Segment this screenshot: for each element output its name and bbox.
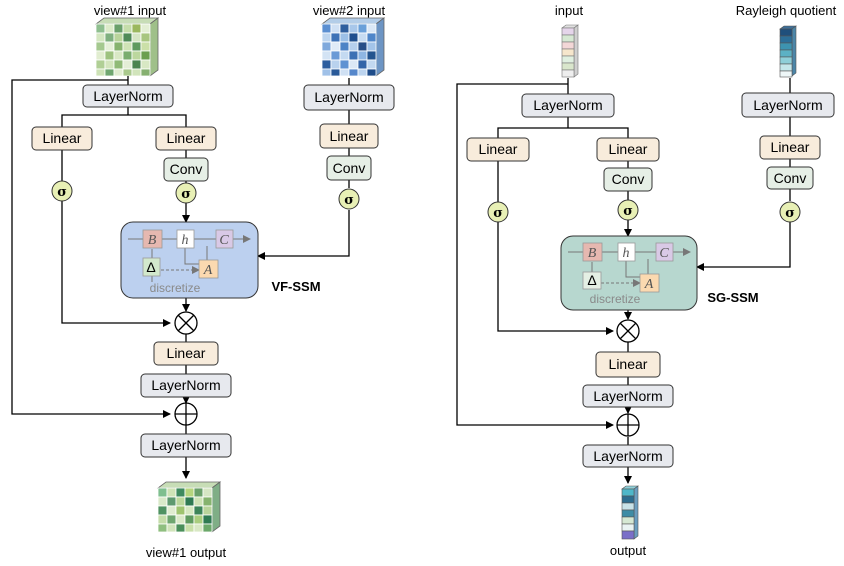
input-label: input	[555, 3, 584, 18]
left-sigma-a-icon: σ	[51, 180, 73, 202]
svg-text:Conv: Conv	[774, 170, 807, 186]
view1-input-label: view#1 input	[94, 3, 167, 18]
ssm-a-label: A	[203, 263, 213, 278]
svg-text:Linear: Linear	[167, 345, 206, 361]
vf-ssm-label: VF-SSM	[271, 279, 320, 294]
left-add-icon	[174, 402, 198, 426]
left-view2-layernorm: LayerNorm	[303, 84, 395, 111]
sg-ssm-label: SG-SSM	[707, 290, 758, 305]
right-rq-layernorm: LayerNorm	[741, 92, 835, 118]
svg-text:Linear: Linear	[479, 141, 518, 157]
svg-text:LayerNorm: LayerNorm	[593, 448, 662, 464]
right-add-icon	[616, 413, 640, 437]
left-layernorm-bottom: LayerNorm	[140, 433, 232, 458]
right-layernorm-top: LayerNorm	[521, 93, 615, 118]
svg-text:σ: σ	[785, 206, 795, 221]
view2-input-cube-icon	[320, 17, 386, 77]
left-linear-a: Linear	[31, 126, 93, 151]
svg-text:σ: σ	[57, 185, 67, 200]
ssm-discretize-label: discretize	[150, 281, 201, 295]
svg-text:LayerNorm: LayerNorm	[753, 97, 822, 113]
view1-output-label: view#1 output	[146, 545, 227, 560]
svg-text:σ: σ	[344, 193, 354, 208]
right-multiply-icon	[616, 319, 640, 343]
ssm-b-label: B	[148, 233, 157, 248]
output-vector-icon	[621, 485, 639, 540]
view1-input-cube-icon	[94, 17, 160, 77]
svg-text:LayerNorm: LayerNorm	[314, 89, 383, 105]
right-diagram: input Rayleigh quotient	[456, 3, 837, 558]
right-linear-out: Linear	[595, 351, 661, 378]
left-linear-out: Linear	[153, 341, 219, 366]
left-linear-b: Linear	[155, 126, 217, 151]
sg-ssm-a-label: A	[644, 277, 654, 292]
ssm-delta-label: Δ	[146, 259, 155, 275]
output-label: output	[610, 543, 647, 558]
rayleigh-quotient-label: Rayleigh quotient	[736, 3, 837, 18]
right-sigma-a-icon: σ	[487, 201, 509, 223]
svg-text:σ: σ	[181, 187, 191, 202]
svg-text:Linear: Linear	[609, 141, 648, 157]
view1-output-cube-icon	[156, 481, 222, 533]
svg-text:Linear: Linear	[771, 139, 810, 155]
left-view2-linear: Linear	[319, 123, 379, 149]
right-layernorm-bottom: LayerNorm	[582, 444, 674, 468]
svg-text:LayerNorm: LayerNorm	[533, 97, 602, 113]
left-connections	[11, 76, 350, 479]
right-rq-linear: Linear	[759, 135, 821, 160]
rayleigh-vector-icon	[779, 25, 797, 78]
right-conv: Conv	[603, 167, 653, 192]
sg-ssm-c-label: C	[659, 246, 669, 261]
input-vector-icon	[561, 24, 579, 78]
right-rq-conv: Conv	[766, 166, 814, 190]
sg-ssm-delta-label: Δ	[587, 272, 596, 288]
svg-text:LayerNorm: LayerNorm	[151, 377, 220, 393]
view2-input-label: view#2 input	[313, 3, 386, 18]
sg-ssm-b-label: B	[588, 246, 597, 261]
left-view2-sigma-icon: σ	[338, 188, 360, 210]
left-conv: Conv	[163, 157, 209, 182]
right-layernorm-mid: LayerNorm	[582, 384, 674, 408]
sg-ssm-h-label: h	[623, 246, 630, 261]
svg-text:Conv: Conv	[333, 160, 366, 176]
svg-text:LayerNorm: LayerNorm	[93, 88, 162, 104]
right-linear-a: Linear	[466, 137, 530, 162]
vf-ssm-block: B h C Δ A discretize	[120, 221, 259, 299]
left-view2-conv: Conv	[326, 155, 372, 181]
svg-text:Linear: Linear	[330, 128, 369, 144]
svg-text:LayerNorm: LayerNorm	[593, 388, 662, 404]
svg-text:LayerNorm: LayerNorm	[151, 437, 220, 453]
svg-text:Linear: Linear	[609, 356, 648, 372]
svg-text:Conv: Conv	[170, 161, 203, 177]
left-sigma-b-icon: σ	[175, 182, 197, 204]
sg-ssm-block: B h C Δ A discretize	[560, 235, 698, 311]
left-multiply-icon	[174, 311, 198, 335]
svg-text:σ: σ	[493, 206, 503, 221]
sg-ssm-discretize-label: discretize	[590, 292, 641, 306]
left-diagram: view#1 input view#2 input	[11, 3, 395, 560]
right-sigma-b-icon: σ	[617, 199, 639, 221]
left-layernorm-top: LayerNorm	[82, 84, 174, 108]
right-linear-b: Linear	[596, 137, 660, 162]
left-layernorm-mid: LayerNorm	[140, 373, 232, 398]
svg-text:Linear: Linear	[167, 130, 206, 146]
svg-text:Conv: Conv	[612, 171, 645, 187]
svg-text:Linear: Linear	[43, 130, 82, 146]
ssm-h-label: h	[182, 233, 189, 248]
right-rq-sigma-icon: σ	[779, 201, 801, 223]
svg-text:σ: σ	[623, 204, 633, 219]
ssm-c-label: C	[219, 233, 229, 248]
right-connections	[456, 78, 791, 484]
